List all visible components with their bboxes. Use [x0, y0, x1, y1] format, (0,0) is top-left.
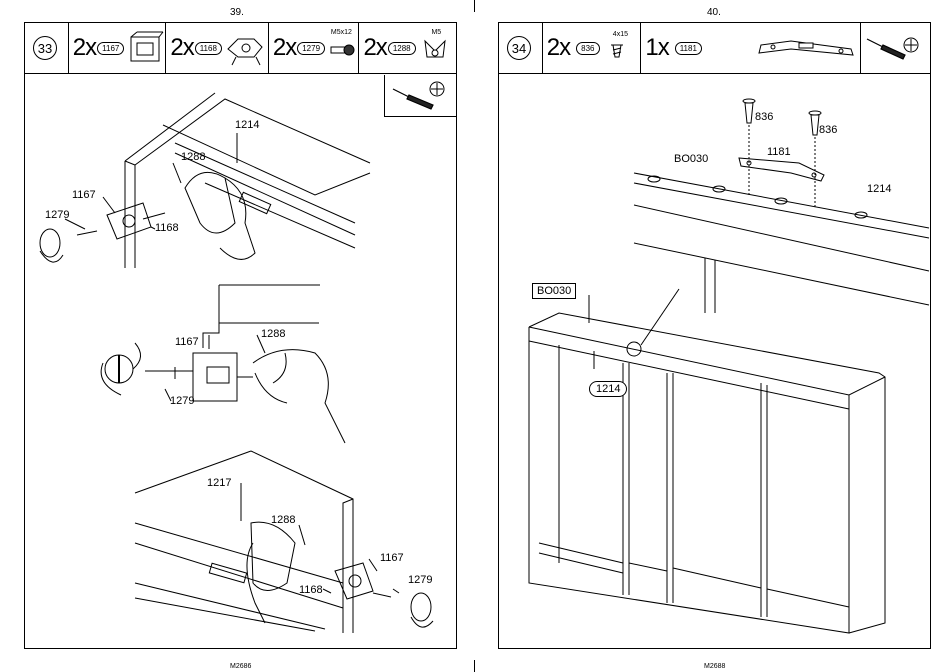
callout-label: 836 [755, 111, 773, 123]
part-cell-1167: 2x 1167 [69, 23, 167, 73]
callout-label: 1288 [181, 151, 205, 163]
tool-box [384, 75, 457, 117]
callout-label: 1181 [767, 146, 791, 158]
page-number: 40. [707, 7, 721, 18]
page-footer-code: M2688 [704, 663, 725, 670]
wardrobe-illustration [499, 23, 930, 648]
crop-mark [474, 0, 475, 12]
parts-strip: 33 2x 1167 2x 1168 2x 1279 [25, 23, 456, 74]
screw-icon [543, 23, 641, 73]
callout-label: 1168 [155, 222, 179, 234]
part-cell-836: 2x 836 4x15 [543, 23, 642, 73]
parts-strip: 34 2x 836 4x15 1x 1181 [499, 23, 930, 74]
right-instruction-page: 34 2x 836 4x15 1x 1181 [498, 22, 931, 649]
step-number: 33 [33, 36, 57, 60]
callout-label: 1167 [380, 552, 404, 564]
callout-label: 1214 [235, 119, 259, 131]
part-cell-1181: 1x 1181 [641, 23, 861, 73]
screwdriver-icon [861, 23, 930, 73]
tool-cell [861, 23, 930, 73]
part-cell-1168: 2x 1168 [166, 23, 269, 73]
part-cell-1279: 2x 1279 M5x12 [269, 23, 360, 73]
hook-part-icon [166, 23, 268, 73]
callout-label: 1214 [867, 183, 891, 195]
page-number: 39. [230, 7, 244, 18]
step-cell: 34 [499, 23, 543, 73]
callout-label: 1288 [261, 328, 285, 340]
part-cell-1288: 2x 1288 M5 [359, 23, 456, 73]
bolt-icon [269, 23, 359, 73]
step-cell: 33 [25, 23, 69, 73]
callout-label: 1279 [170, 395, 194, 407]
callout-pill: 1214 [589, 381, 627, 397]
callout-label: BO030 [674, 153, 708, 165]
callout-label: 1279 [408, 574, 432, 586]
screwdriver-icon [385, 75, 457, 116]
left-instruction-page: 33 2x 1167 2x 1168 2x 1279 [24, 22, 457, 649]
phillips-cross-icon [904, 38, 918, 52]
wing-nut-icon [359, 23, 456, 73]
crop-mark [474, 660, 475, 672]
callout-label: 1168 [299, 584, 323, 596]
clip-part-icon [69, 23, 166, 73]
callout-label: 1167 [175, 336, 199, 348]
step-number: 34 [507, 36, 531, 60]
callout-label: 1217 [207, 477, 231, 489]
callout-label: 836 [819, 124, 837, 136]
bracket-icon [641, 23, 861, 73]
callout-label: 1167 [72, 189, 96, 201]
callout-label: 1279 [45, 209, 69, 221]
callout-box: BO030 [532, 283, 576, 299]
page-footer-code: M2686 [230, 663, 251, 670]
callout-label: 1288 [271, 514, 295, 526]
phillips-cross-icon [430, 82, 444, 96]
